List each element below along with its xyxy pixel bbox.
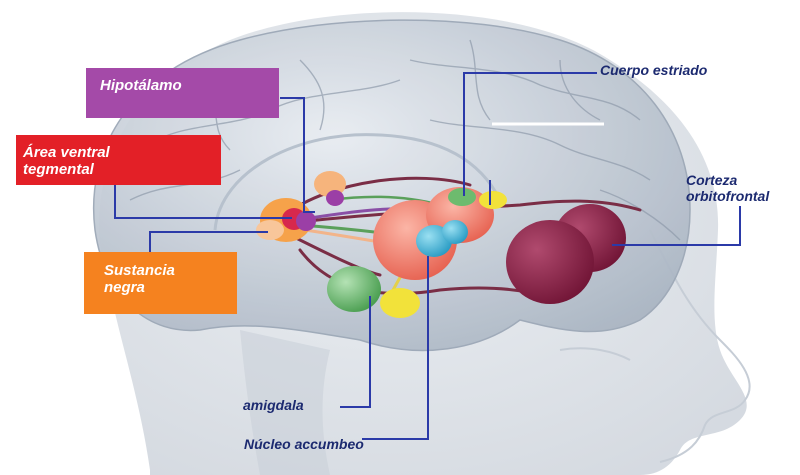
amygdala-yellow	[380, 288, 420, 318]
amygdala	[327, 266, 381, 312]
corteza-line2: orbitofrontal	[686, 189, 769, 205]
caudate-green-cap	[448, 188, 476, 206]
area-ventral-tegmental-label: Área ventral tegmental	[16, 135, 221, 185]
hipotalamo-label: Hipotálamo	[86, 68, 279, 118]
substantia-nigra	[256, 220, 284, 240]
sustancia-line2: negra	[104, 280, 237, 297]
sustancia-line1: Sustancia	[104, 263, 237, 280]
nucleo-accumbeo-label: Núcleo accumbeo	[244, 437, 364, 453]
area-ventral-line2: tegmental	[23, 162, 221, 179]
corteza-orbitofrontal-label: Corteza orbitofrontal	[686, 173, 769, 204]
area-ventral-line1: Área ventral	[23, 145, 221, 162]
accumbens-secondary	[442, 220, 468, 244]
hypothalamus	[326, 190, 344, 206]
caudate-yellow	[479, 191, 507, 209]
amigdala-label: amigdala	[243, 398, 304, 414]
vta-inner	[296, 211, 316, 231]
orbitofrontal-cortex	[506, 220, 594, 304]
cuerpo-estriado-label: Cuerpo estriado	[600, 63, 707, 79]
corteza-line1: Corteza	[686, 173, 769, 189]
sustancia-negra-label: Sustancia negra	[84, 252, 237, 314]
hipotalamo-text: Hipotálamo	[100, 77, 182, 94]
